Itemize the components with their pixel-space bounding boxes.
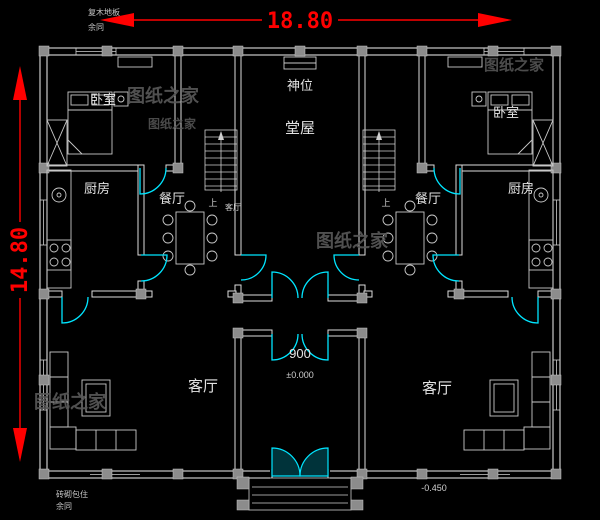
altar-table bbox=[283, 56, 317, 70]
note-top-line1: 复木地板 bbox=[88, 7, 120, 17]
room-labels: 神位 堂屋 卧室 卧室 厨房 厨房 餐厅 餐厅 客厅 客厅 上 上 客厅 900… bbox=[84, 78, 534, 397]
entry-room-left-wall bbox=[234, 329, 242, 479]
kitchen-right-wall bbox=[455, 164, 463, 256]
door-hall-left bbox=[240, 254, 267, 281]
hall-left-wall bbox=[234, 54, 242, 256]
entry-level-label: -0.450 bbox=[421, 483, 447, 493]
bed-left bbox=[67, 56, 153, 155]
door-main-entrance-right bbox=[299, 447, 329, 477]
label-room-number: 900 bbox=[289, 346, 311, 361]
door-entryroom-double-left bbox=[271, 333, 299, 361]
watermark-top-left-small: 图纸之家 bbox=[148, 116, 197, 131]
label-kitchen-right: 厨房 bbox=[508, 181, 534, 196]
label-bedroom-left: 卧室 bbox=[90, 92, 116, 107]
door-hall-double-left bbox=[271, 271, 299, 299]
kitchen-left-wall bbox=[137, 164, 145, 256]
door-living-left bbox=[61, 296, 89, 324]
hall-right-wall bbox=[358, 54, 366, 256]
dimension-arrow-down bbox=[13, 428, 27, 462]
label-hall: 堂屋 bbox=[285, 120, 315, 137]
label-dining-left: 餐厅 bbox=[159, 191, 185, 206]
sofa-set-left bbox=[49, 351, 137, 451]
dimension-top: 18.80 bbox=[100, 9, 512, 34]
sofa-set-right bbox=[463, 351, 551, 451]
watermarks: 图纸之家 图纸之家 图纸之家 图纸之家 图纸之家 bbox=[34, 56, 544, 412]
dimension-left: 14.80 bbox=[8, 66, 33, 462]
door-bedroom-right bbox=[433, 167, 461, 195]
dining-table-right bbox=[382, 200, 438, 276]
door-hall-right bbox=[333, 254, 360, 281]
dimension-height-label: 14.80 bbox=[8, 227, 33, 293]
dining-table-left bbox=[162, 200, 218, 276]
doors bbox=[61, 167, 539, 477]
entry-porch bbox=[236, 476, 364, 511]
kitchen-counter-right bbox=[528, 169, 554, 289]
stairs-right bbox=[362, 129, 396, 192]
structural-columns bbox=[38, 45, 562, 480]
door-entryroom-double-right bbox=[301, 333, 329, 361]
label-living-right: 客厅 bbox=[422, 380, 452, 397]
door-bedroom-left bbox=[139, 167, 167, 195]
watermark-bottom-left: 图纸之家 bbox=[34, 391, 107, 412]
bed-right bbox=[447, 56, 533, 155]
label-stair-up-left: 上 bbox=[208, 198, 217, 208]
note-top-line2: 余同 bbox=[88, 22, 104, 32]
dimension-arrow-left bbox=[100, 13, 134, 27]
wardrobe-left bbox=[46, 119, 68, 167]
wardrobe-right bbox=[532, 119, 554, 167]
door-living-right bbox=[511, 296, 539, 324]
label-altar: 神位 bbox=[287, 78, 313, 93]
label-bedroom-right: 卧室 bbox=[493, 105, 519, 120]
stair-up-arrow-left bbox=[218, 131, 224, 140]
dimension-arrow-right bbox=[478, 13, 512, 27]
note-bottom-line2: 余同 bbox=[56, 501, 72, 511]
label-kitchen-left: 厨房 bbox=[84, 181, 110, 196]
note-bottom-line1: 砖砌包住 bbox=[56, 489, 88, 499]
door-kitchen-left bbox=[140, 254, 168, 282]
dimension-arrow-up bbox=[13, 66, 27, 100]
watermark-center: 图纸之家 bbox=[316, 230, 389, 251]
stair-up-arrow-right bbox=[376, 131, 382, 140]
watermark-top-left: 图纸之家 bbox=[127, 85, 200, 106]
door-kitchen-right bbox=[432, 254, 460, 282]
label-living-left: 客厅 bbox=[188, 378, 218, 395]
label-dining-right: 餐厅 bbox=[415, 191, 441, 206]
dimension-width-label: 18.80 bbox=[267, 9, 333, 34]
door-hall-double-right bbox=[301, 271, 329, 299]
entry-room-right-wall bbox=[358, 329, 366, 479]
stairs-left bbox=[204, 129, 238, 192]
bedroom-left-wall bbox=[174, 54, 182, 170]
label-level-main: ±0.000 bbox=[286, 370, 313, 380]
label-stair-up-right: 上 bbox=[381, 198, 390, 208]
kitchen-counter-left bbox=[46, 169, 72, 289]
watermark-top-right: 图纸之家 bbox=[484, 56, 544, 74]
label-stair-to-living: 客厅 bbox=[225, 202, 241, 212]
bedroom-right-wall bbox=[418, 54, 426, 170]
